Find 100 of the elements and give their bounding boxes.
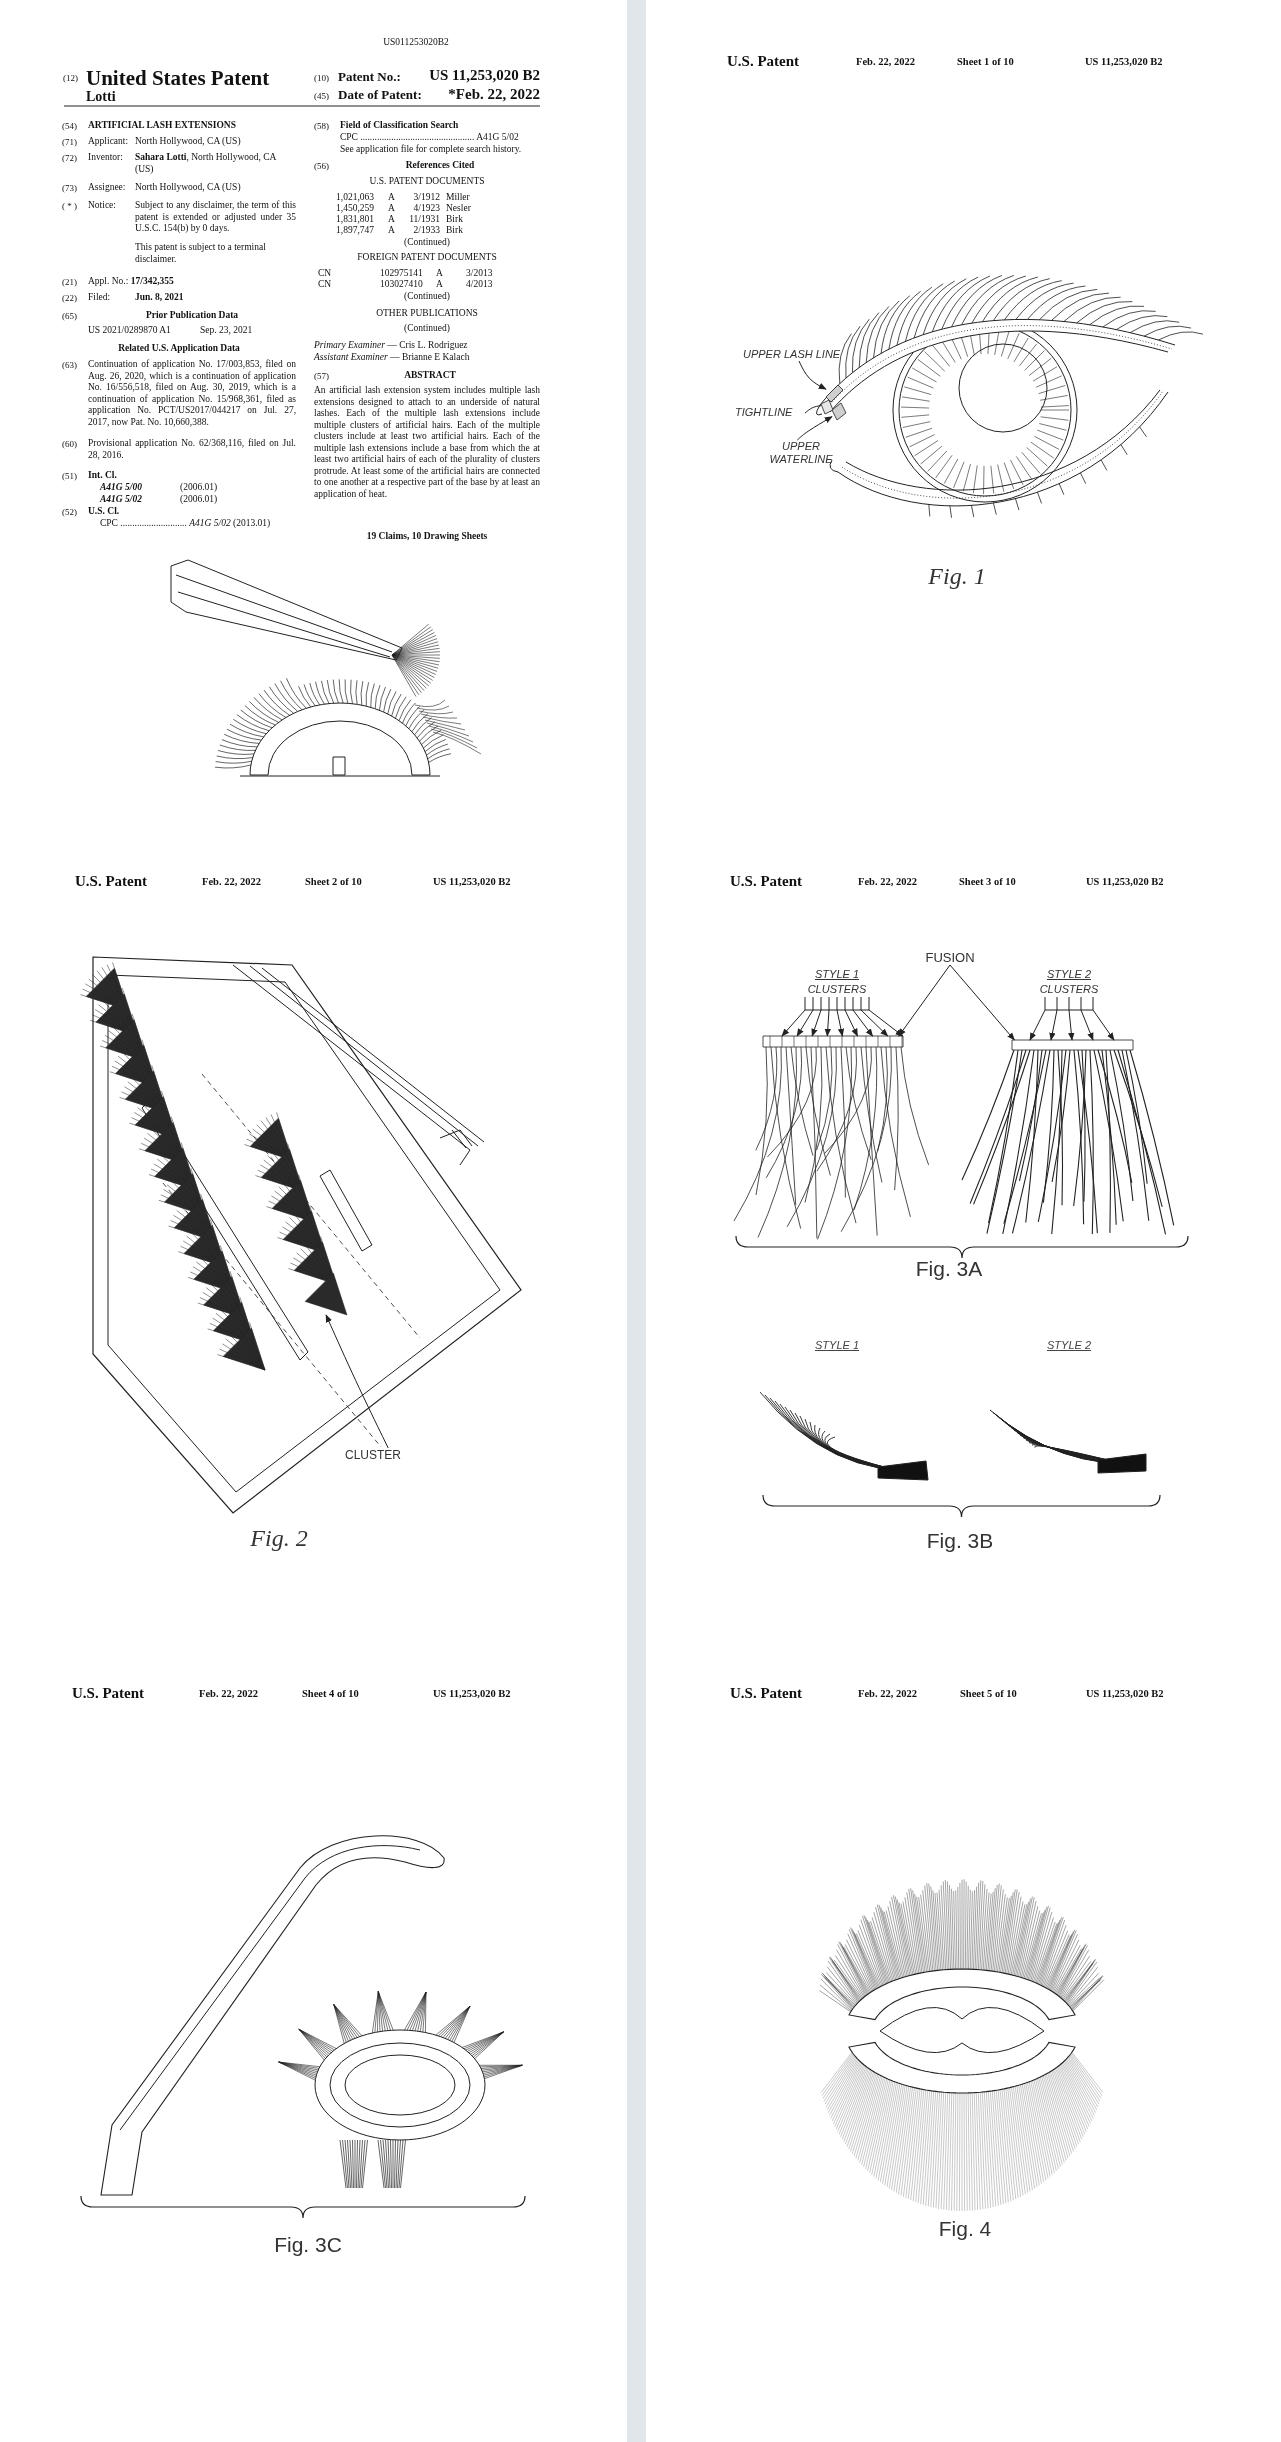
- section-number: (56): [314, 160, 330, 172]
- table-cell-text: 1,897,747: [336, 225, 375, 237]
- section-number: (45): [314, 90, 330, 102]
- field-value: Sahara Lotti, North Hollywood, CA (US): [135, 152, 277, 175]
- field-label: Int. Cl.: [88, 470, 118, 482]
- field-value: North Hollywood, CA (US): [135, 182, 242, 194]
- arrow: [860, 996, 889, 1037]
- tightline-segment: [820, 399, 834, 415]
- table-cell-text: A: [388, 203, 396, 215]
- field-label: Applicant:: [88, 136, 130, 148]
- patent-number: US 11,253,020 B2: [1085, 55, 1164, 68]
- field-value: Jun. 8, 2021: [135, 292, 185, 304]
- notice-text: This patent is subject to a terminal disclaimer.: [135, 242, 267, 265]
- field-label: U.S. Cl.: [88, 506, 121, 518]
- leader-line: [796, 416, 833, 441]
- table-cell-text: CN: [318, 279, 333, 291]
- arrow: [1068, 996, 1075, 1041]
- publication-number: US011253020B2: [382, 37, 450, 49]
- callout-label: UPPER LASH LINE: [743, 348, 855, 361]
- figure-caption: Fig. 3B: [925, 1528, 995, 1554]
- section-number: (54): [62, 120, 78, 132]
- table-cell-text: 11/1931: [408, 214, 440, 226]
- leader-line: [325, 1314, 389, 1449]
- table-cell-text: Birk: [446, 214, 464, 226]
- table-cell-text: A: [436, 279, 444, 291]
- section-number: (52): [62, 506, 78, 518]
- section-number: (12): [63, 72, 79, 84]
- patent-number: US 11,253,020 B2: [1086, 1687, 1165, 1700]
- field-label: Patent No.:: [338, 69, 402, 84]
- field-label: Filed:: [88, 292, 112, 304]
- table-cell-text: CN: [318, 268, 333, 280]
- patent-date: *Feb. 22, 2022: [447, 85, 540, 103]
- arrow: [796, 996, 814, 1037]
- section-heading: FOREIGN PATENT DOCUMENTS: [356, 252, 498, 264]
- table-cell-text: Birk: [446, 225, 464, 237]
- classification-date: (2006.01): [180, 494, 219, 506]
- classification-date: (2006.01): [180, 482, 219, 494]
- classification-line: CPC ................................................ A41G 5/02: [340, 132, 520, 144]
- section-heading: Related U.S. Application Data: [117, 343, 241, 355]
- arrow: [781, 996, 806, 1037]
- section-number: (63): [62, 359, 78, 371]
- table-cell-text: 1,831,801: [336, 214, 375, 226]
- continued-note: (Continued): [403, 323, 451, 335]
- section-heading: U.S. PATENT DOCUMENTS: [368, 176, 486, 188]
- field-value: See application file for complete search history.: [340, 144, 523, 156]
- arrow: [824, 996, 831, 1037]
- section-number: (10): [314, 72, 330, 84]
- arrow: [836, 996, 845, 1037]
- invention-title: ARTIFICIAL LASH EXTENSIONS: [88, 120, 237, 132]
- field-label: Field of Classification Search: [340, 120, 460, 132]
- section-number: (65): [62, 310, 78, 322]
- section-number: (51): [62, 470, 78, 482]
- claims-summary: 19 Claims, 10 Drawing Sheets: [365, 531, 489, 543]
- arrow: [1049, 996, 1058, 1041]
- style-label: STYLE 1: [814, 1338, 860, 1352]
- table-cell-text: 2/1933: [412, 225, 440, 237]
- cluster-base: [1011, 1039, 1134, 1051]
- figure-caption: Fig. 2: [249, 1524, 309, 1552]
- patent-number: US 11,253,020 B2: [428, 66, 540, 84]
- header-date: Feb. 22, 2022: [858, 875, 918, 888]
- header-date: Feb. 22, 2022: [858, 1687, 918, 1700]
- section-number: (73): [62, 182, 78, 194]
- notice-text: Subject to any disclaimer, the term of this patent is extended or adjusted under 35 U.S.C. 154(b) by 0 days.: [135, 200, 296, 235]
- patent-number: US 11,253,020 B2: [433, 875, 512, 888]
- waterline-band: [831, 402, 847, 421]
- callout-label: UPPER WATERLINE: [764, 440, 838, 466]
- table-cell-text: 1,450,259: [336, 203, 375, 215]
- figure-caption: Fig. 4: [937, 2216, 993, 2242]
- classification-code: A41G 5/02: [100, 494, 143, 506]
- section-number: (58): [314, 120, 330, 132]
- patent-number: US 11,253,020 B2: [433, 1687, 512, 1700]
- callout-label: FUSION: [920, 950, 980, 965]
- leader-line: [804, 405, 822, 414]
- field-value: US 2021/0289870 A1: [88, 325, 172, 337]
- abstract-text: An artificial lash extension system includes multiple lash extensions designed to attach to an underside of natural lashes. Each of the multiple lash extensions include multiple clusters of artificial hairs. Each of the multiple clusters include at least two artificial hairs. Each of the multiple lash extensions include a base from which the at least two artificial hairs of each of the plurality of clusters protrude. At least some of the artificial hairs are connected to one another at a respective part of the base by at least an application of heat.: [314, 385, 540, 500]
- sheet-number: Sheet 4 of 10: [302, 1687, 360, 1700]
- leader-line: [798, 360, 827, 390]
- section-number: (71): [62, 136, 78, 148]
- header-title: U.S. Patent: [730, 1684, 804, 1702]
- table-cell-text: Nesler: [446, 203, 472, 215]
- section-number: (21): [62, 276, 78, 288]
- field-label: Date of Patent:: [338, 87, 423, 102]
- section-heading: ABSTRACT: [403, 370, 457, 382]
- header-title: U.S. Patent: [72, 1684, 146, 1702]
- table-cell-text: 3/1912: [412, 192, 440, 204]
- header-date: Feb. 22, 2022: [856, 55, 916, 68]
- section-number: (57): [314, 370, 330, 382]
- arrow: [844, 996, 858, 1037]
- header-title: U.S. Patent: [727, 52, 801, 70]
- lash-line-band: [825, 384, 844, 403]
- patent-number: US 11,253,020 B2: [1086, 875, 1165, 888]
- table-cell-text: A: [388, 225, 396, 237]
- arrow: [949, 964, 1015, 1041]
- inventor-surname: Lotti: [86, 89, 117, 105]
- header-date: Feb. 22, 2022: [202, 875, 262, 888]
- classification-line: CPC ............................ A41G 5/02 (2013.01): [100, 518, 272, 530]
- table-cell-text: A: [388, 192, 396, 204]
- callout-label: CLUSTER: [345, 1448, 417, 1463]
- arrow: [868, 996, 904, 1037]
- related-application-text: Continuation of application No. 17/003,853, filed on Aug. 26, 2020, which is a continuation of application No. 16/556,518, filed on Aug. 30, 2019, which is a continuation of application No. 15/968,361, filed as application No. PCT/US2017/044217 on Jul. 27, 2017, now Pat. No. 10,660,388.: [88, 359, 296, 428]
